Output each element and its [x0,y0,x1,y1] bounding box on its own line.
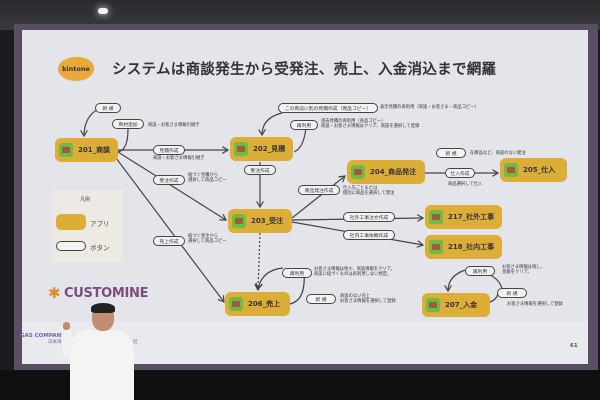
app-205-purchase: 205_仕入 [500,158,567,182]
create-estimate-button[interactable]: 見積作成 [153,145,185,155]
legend-app-swatch [56,214,86,230]
note-line: 金額をクリア。 [502,270,532,276]
app-label: 204_商品発注 [370,168,417,176]
legend-button-swatch [56,241,86,251]
create-purchase-button[interactable]: 仕入作成 [445,168,475,178]
app-203-order: 203_受注 [228,209,292,233]
briefcase-icon [59,143,73,157]
create-order-from-estimate-button[interactable]: 受注作成 [244,165,276,175]
note-per-supplier: 仕入先ごとまたは個別に商品を選択して発注 [343,186,394,197]
app-label: 206_売上 [248,300,281,308]
note-line: 商談に紐づくものは再利用しない想定。 [314,272,392,278]
slide-title: システムは商談発生から受発注、売上、入金消込まで網羅 [112,62,497,78]
briefcase-icon [351,165,365,179]
legend-title: 凡例 [80,197,91,203]
note-line: 紐づく見積から [188,173,219,178]
create-sales-button[interactable]: 売上作成 [153,236,185,246]
note-carry-over: 商談・お客さま情報引継ぎ [153,156,205,161]
stage-light [98,8,108,14]
internal-work-request-button[interactable]: 社内工事依頼作成 [343,230,395,240]
briefcase-icon [426,298,440,312]
note-copy-estimate: 紐づく見積から選択して商品コピー [188,173,227,184]
note-sales-reuse: お客さま情報は残す、商談情報をクリア。商談に紐づくものは再利用しない想定。 [314,267,395,278]
note-line: 仕入先ごとまたは [343,186,378,191]
briefcase-icon [504,163,518,177]
customine-logo: CUSTOMINE [64,286,149,301]
briefcase-icon [229,297,243,311]
app-label: 217_社外工事 [448,213,495,221]
note-no-deal-order: 在庫品など、商談のない発注 [470,151,526,156]
reuse-payment-button[interactable]: 再利用 [465,266,495,276]
legend-button-label: ボタン [90,244,110,252]
note-line: 個別に商品を選択して発注 [343,191,395,197]
app-label: 205_仕入 [523,166,556,174]
footer-text: 社 [133,340,138,345]
note-line: 商談のない売上 [340,294,371,299]
arrow-206-reuse [258,267,284,289]
note-line: 商談・お客さま情報はクリア、商談を選択して登録 [321,124,420,130]
arrow-203-204 [291,176,345,219]
briefcase-icon [429,240,443,254]
presenter-hand [63,322,70,330]
presenter-hair [91,303,115,313]
note-line: 紐づく受注から [188,234,219,239]
arrow-207-link [489,274,503,290]
app-217-external-work: 217_社外工事 [425,205,502,229]
footer-text: 日本海 [48,340,62,345]
note-copy-order: 紐づく受注から選択して商品コピー [188,234,227,245]
briefcase-icon [234,142,248,156]
arrow-202-reuse [293,126,307,153]
app-label: 203_受注 [251,217,284,225]
legend-app-label: アプリ [90,220,110,228]
note-line: 選択して商品コピー [188,239,227,245]
reuse-sales-button[interactable]: 再利用 [282,268,312,278]
external-work-order-button[interactable]: 社外工事注文作成 [343,212,395,222]
note-sales-new: 商談のない売上お客さま情報を選択して登録 [340,294,396,305]
create-order-button[interactable]: 受注作成 [153,175,185,185]
presenter [70,330,134,400]
another-estimate-button[interactable]: この商談に別の見積作成（商品コピー） [278,103,378,113]
customine-logo-icon: ✱ [48,284,61,302]
arrow-203-206 [258,232,260,290]
new-purchase-order-button[interactable]: 新 規 [436,148,466,158]
app-label: 202_見積 [253,145,286,153]
arrow-207-reuse [448,269,466,291]
app-218-internal-work: 218_社内工事 [425,235,502,259]
app-206-sales: 206_売上 [225,292,290,316]
briefcase-icon [232,214,246,228]
note-select-purchase: 商品選択して仕入 [448,182,483,187]
add-item-button[interactable]: 商材追加 [112,119,144,129]
gas-company-logo: GAS COMPANY [20,333,66,339]
note-reuse-past: 過去見積の再利用（商品コピー）商談・お客さま情報はクリア、商談を選択して登録 [321,119,419,130]
briefcase-icon [429,210,443,224]
note-line: お客さま情報を選択して登録 [340,299,396,305]
new-button[interactable]: 新 規 [95,103,121,113]
new-payment-button[interactable]: 新 規 [497,288,527,298]
page-number: 61 [570,343,578,349]
note-line: お客さま情報は残す、商談情報をクリア。 [314,267,395,272]
note-line: お客さま情報は残し、 [502,265,545,270]
create-purchase-order-button[interactable]: 商品発注作成 [298,185,340,195]
app-label: 207_入金 [445,301,478,309]
kintone-logo: kintone [58,57,94,81]
note-payment-reuse: お客さま情報は残し、金額をクリア。 [502,265,545,276]
arrow-202-another [262,112,283,135]
arrow-201-add [117,128,129,153]
note-line: 選択して商品コピー [188,178,227,184]
arrow-201-206 [115,157,224,302]
note-reuse-displayed: 表示見積の再利用（商談・お客さま・商品コピー） [380,105,479,110]
reuse-estimate-button[interactable]: 再利用 [290,120,318,130]
note-line: 過去見積の再利用（商品コピー） [321,119,386,124]
arrow-201-203 [117,151,226,220]
presenter-arm [62,328,72,358]
app-label: 201_商談 [78,146,111,154]
app-label: 218_社内工事 [448,243,495,251]
note-payment-new: お客さま情報を選択して登録 [507,302,563,307]
new-sales-button[interactable]: 新 規 [306,294,336,304]
note-carry-over: 商談・お客さま情報引継ぎ [148,123,200,128]
app-204-purchase-order: 204_商品発注 [347,160,425,184]
app-207-payment: 207_入金 [422,293,490,317]
app-202-estimate: 202_見積 [230,137,293,161]
app-201-deal: 201_商談 [55,138,118,162]
